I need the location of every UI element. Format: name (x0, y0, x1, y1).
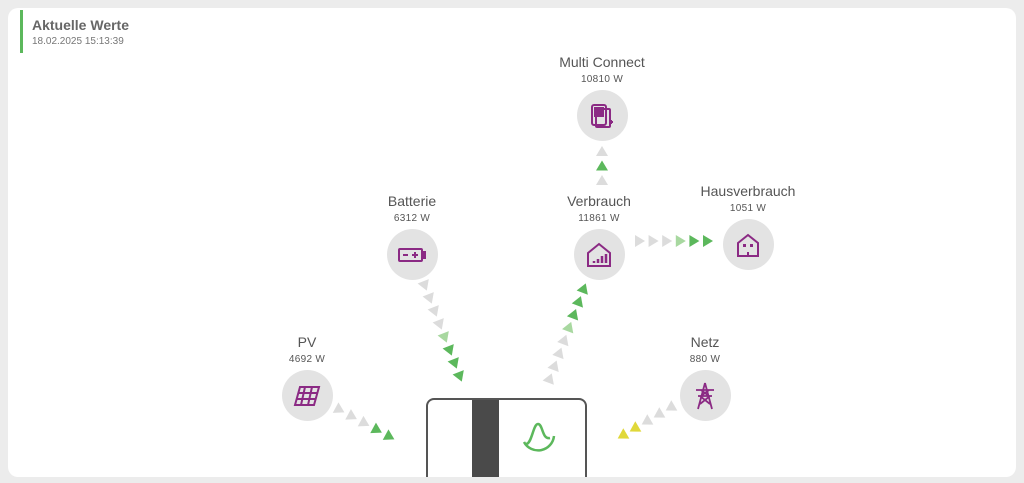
node-label: Verbrauch (567, 193, 631, 209)
flow-hausverbrauch-arrow (662, 235, 673, 247)
node-hausverbrauch[interactable]: Hausverbrauch 1051 W (678, 183, 818, 270)
card-header: Aktuelle Werte 18.02.2025 15:13:39 (20, 10, 129, 53)
flow-batterie-arrow (417, 279, 429, 291)
flow-netz-arrow (653, 407, 666, 418)
flow-verbrauch-arrow (542, 373, 554, 385)
node-value: 10810 W (580, 74, 624, 85)
flow-verbrauch-arrow (562, 321, 574, 334)
flow-pv-arrow (370, 422, 382, 434)
node-verbrauch[interactable]: Verbrauch 11861 W (529, 193, 669, 280)
flow-multi-connect-arrow (596, 175, 608, 185)
flow-verbrauch-arrow (576, 283, 588, 295)
node-value: 11861 W (578, 213, 620, 224)
timestamp: 18.02.2025 15:13:39 (32, 36, 124, 47)
node-label: Netz (690, 334, 720, 350)
flow-verbrauch-arrow (566, 309, 579, 321)
flow-hausverbrauch-arrow (689, 235, 700, 247)
flow-verbrauch-arrow (571, 296, 583, 308)
flow-hausverbrauch-arrow (648, 235, 659, 247)
flow-batterie-arrow (422, 292, 434, 304)
node-multi-connect[interactable]: Multi Connect 10810 W (532, 54, 672, 141)
flow-pv-arrow (332, 402, 345, 413)
brand-logo-icon (518, 416, 558, 461)
card-title: Aktuelle Werte (32, 17, 129, 33)
flow-pv-arrow (357, 415, 370, 427)
inverter-device[interactable] (426, 398, 587, 477)
battery-icon (386, 229, 438, 280)
wallbox-icon (576, 90, 628, 141)
node-value: 1051 W (729, 203, 767, 214)
flow-batterie-arrow (437, 331, 449, 343)
flow-verbrauch-arrow (552, 347, 564, 360)
node-label: PV (297, 334, 317, 350)
flow-pv-arrow (345, 409, 357, 420)
node-netz[interactable]: Netz 880 W (635, 334, 775, 421)
flow-hausverbrauch-arrow (675, 235, 686, 247)
node-label: Hausverbrauch (700, 183, 796, 199)
energy-flow-arrows (332, 146, 713, 440)
node-pv[interactable]: PV 4692 W (237, 334, 377, 421)
flow-hausverbrauch-arrow (635, 235, 645, 247)
flow-batterie-arrow (432, 318, 444, 330)
node-value: 4692 W (288, 354, 326, 365)
flow-pv-arrow (382, 429, 395, 440)
node-batterie[interactable]: Batterie 6312 W (342, 193, 482, 280)
flow-netz-arrow (617, 428, 630, 439)
flow-hausverbrauch-arrow (703, 235, 713, 247)
flow-netz-arrow (665, 400, 678, 411)
node-value: 6312 W (393, 213, 431, 224)
device-strip (472, 400, 499, 477)
flow-batterie-arrow (427, 305, 439, 317)
node-label: Batterie (387, 193, 437, 209)
house-chart-icon (573, 229, 625, 280)
flow-verbrauch-arrow (557, 334, 569, 347)
flow-multi-connect-arrow (596, 160, 608, 171)
solar-panel-icon (281, 370, 333, 421)
flow-batterie-arrow (447, 357, 459, 369)
flow-batterie-arrow (452, 370, 464, 382)
flow-verbrauch-arrow (547, 360, 559, 372)
power-pylon-icon (679, 370, 731, 421)
flow-netz-arrow (641, 414, 654, 425)
flow-netz-arrow (629, 421, 642, 432)
flow-multi-connect-arrow (596, 146, 608, 156)
flow-batterie-arrow (442, 344, 454, 356)
node-label: Multi Connect (559, 54, 645, 70)
current-values-card: Aktuelle Werte 18.02.2025 15:13:39 Multi… (8, 8, 1016, 477)
house-icon (722, 219, 774, 270)
node-value: 880 W (689, 354, 721, 365)
